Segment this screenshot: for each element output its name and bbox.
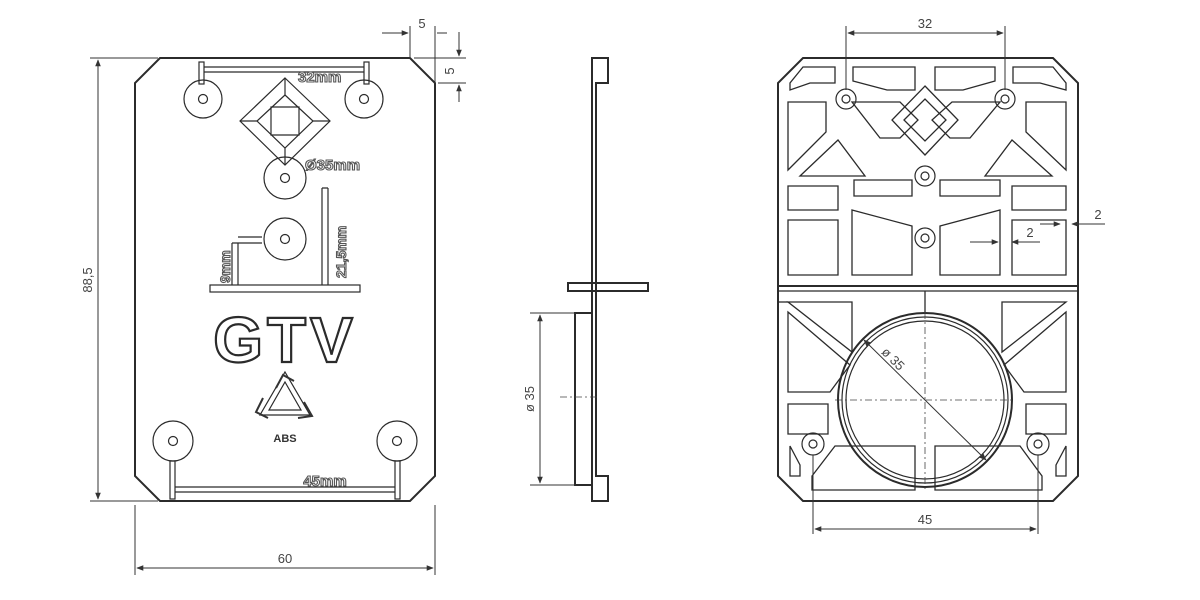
back-bottom-spacing-label: 45 [918, 512, 932, 527]
bottom-right-hole [376, 420, 418, 462]
rib-thickness-label-a: 2 [1094, 207, 1101, 222]
back-top-left-hole [835, 88, 857, 110]
back-middle-hole-lower [914, 227, 936, 249]
rib-thickness-label-b: 2 [1026, 225, 1033, 240]
top-right-hole [344, 79, 384, 119]
top-left-hole [183, 79, 223, 119]
back-top-right-hole [994, 88, 1016, 110]
back-top-spacing-label: 32 [918, 16, 932, 31]
back-top-spacing-dimension [845, 26, 1006, 90]
side-diameter-dimension [530, 312, 575, 486]
back-bottom-left-hole [801, 432, 825, 456]
corner-chamfer-dimension [382, 26, 466, 102]
front-width-dimension [134, 505, 436, 575]
middle-hole-lower [263, 217, 307, 261]
side-stub [574, 312, 593, 486]
back-view: 32 2 2 [777, 16, 1105, 534]
engraved-diamond [239, 77, 331, 166]
front-plate-outline [134, 57, 436, 502]
front-view: 32mm Ø35mm 21,5mm 9mm GTV [80, 16, 466, 575]
engraved-height-a: 21,5mm [333, 226, 349, 278]
recycle-icon [254, 370, 314, 419]
back-circle-diameter-dimension [863, 339, 987, 461]
back-socket-circle [835, 312, 1015, 490]
back-middle-hole-upper [914, 165, 936, 187]
engraved-bottom-spacing: 45mm [303, 473, 346, 490]
side-diameter-label: ø 35 [522, 386, 537, 412]
front-width-label: 60 [278, 551, 292, 566]
back-bottom-spacing-dimension [812, 455, 1039, 534]
engraved-height-b: 9mm [217, 250, 233, 283]
front-height-dimension [90, 57, 158, 502]
bottom-rib-pattern [778, 291, 1068, 491]
corner-height-label: 5 [442, 67, 457, 74]
back-circle-diameter-label: ø 35 [879, 344, 908, 373]
back-plate-outline [777, 57, 1079, 502]
engraved-top-spacing: 32mm [298, 69, 341, 86]
side-plate-outline [591, 57, 609, 502]
bottom-left-hole [152, 420, 194, 462]
recycle-label: ABS [273, 433, 296, 445]
engraved-height-markers [209, 187, 361, 293]
side-view: ø 35 [522, 57, 649, 502]
gtv-logo: GTV [213, 304, 357, 376]
middle-hole-upper [263, 156, 307, 200]
engraved-bottom-dimension [169, 460, 401, 500]
corner-width-label: 5 [418, 16, 425, 31]
engraved-top-dimension [198, 61, 370, 85]
side-flange [567, 282, 649, 292]
front-height-label: 88,5 [80, 267, 95, 292]
back-bottom-right-hole [1026, 432, 1050, 456]
engraved-hole-diameter: Ø35mm [305, 157, 360, 174]
top-rib-pattern [787, 66, 1067, 276]
